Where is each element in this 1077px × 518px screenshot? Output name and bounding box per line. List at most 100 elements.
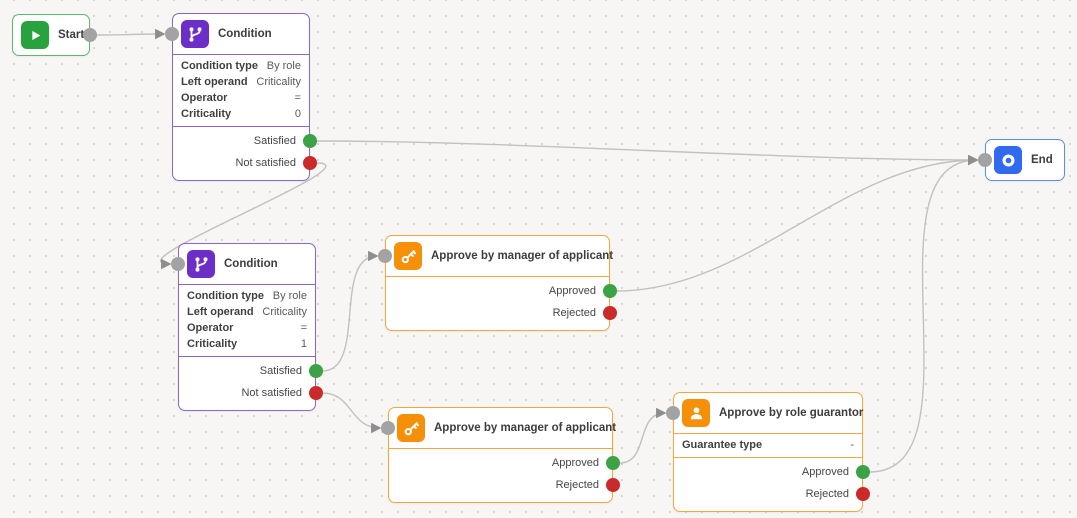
separator bbox=[389, 448, 612, 449]
output-port[interactable] bbox=[83, 28, 97, 42]
output-port-approved[interactable] bbox=[606, 456, 620, 470]
output-port-approved[interactable] bbox=[603, 284, 617, 298]
output-label: Not satisfied bbox=[235, 157, 296, 169]
output-row: Rejected bbox=[386, 302, 617, 324]
node-header: Condition bbox=[173, 14, 309, 54]
field-row: Criticality 0 bbox=[173, 106, 309, 122]
output-row: Approved bbox=[386, 280, 617, 302]
output-port-not_satisfied[interactable] bbox=[303, 156, 317, 170]
output-row: Rejected bbox=[389, 474, 620, 496]
field-value: By role bbox=[266, 60, 301, 72]
output-label: Approved bbox=[551, 457, 599, 469]
output-row: Approved bbox=[389, 452, 620, 474]
field-row: Operator= bbox=[173, 90, 309, 106]
node-header: Approve by manager of applicant bbox=[389, 408, 616, 448]
branch-icon bbox=[187, 250, 215, 278]
key-icon bbox=[397, 414, 425, 442]
field-list: Guarantee type- bbox=[674, 434, 862, 457]
output-port-rejected[interactable] bbox=[603, 306, 617, 320]
edge-guarantor-approved-to-end[interactable] bbox=[869, 154, 979, 473]
output-label: Satisfied bbox=[259, 365, 302, 377]
output-row: Rejected bbox=[674, 483, 870, 505]
node-header: End bbox=[986, 140, 1064, 180]
output-label: Not satisfied bbox=[241, 387, 302, 399]
node-header: Approve by manager of applicant bbox=[386, 236, 613, 276]
input-port[interactable] bbox=[165, 27, 179, 41]
node-title: Approve by manager of applicant bbox=[434, 422, 617, 434]
input-port[interactable] bbox=[381, 421, 395, 435]
node-header: Condition bbox=[179, 244, 315, 284]
field-value: 0 bbox=[294, 108, 301, 120]
output-port-approved[interactable] bbox=[856, 465, 870, 479]
input-port[interactable] bbox=[171, 257, 185, 271]
output-label: Approved bbox=[548, 285, 596, 297]
field-label: Condition type bbox=[187, 290, 264, 302]
field-label: Criticality bbox=[187, 338, 238, 350]
field-value: = bbox=[294, 92, 301, 104]
play-icon bbox=[21, 21, 49, 49]
input-port[interactable] bbox=[666, 406, 680, 420]
edge-start-out-to-cond1[interactable] bbox=[96, 28, 166, 40]
output-port-not_satisfied[interactable] bbox=[309, 386, 323, 400]
separator bbox=[674, 433, 862, 434]
output-row: Not satisfied bbox=[173, 152, 317, 174]
node-title: Condition bbox=[218, 28, 272, 40]
node-title: Start bbox=[58, 29, 85, 41]
node-start[interactable]: Start bbox=[12, 14, 97, 56]
edge-cond1-satisfied-to-end[interactable] bbox=[316, 140, 979, 166]
output-row: Satisfied bbox=[179, 360, 323, 382]
node-title: Approve by manager of applicant bbox=[431, 250, 614, 262]
output-row: Approved bbox=[674, 461, 870, 483]
output-port-satisfied[interactable] bbox=[309, 364, 323, 378]
output-port-rejected[interactable] bbox=[856, 487, 870, 501]
node-header: Start bbox=[13, 15, 89, 55]
output-label: Approved bbox=[801, 466, 849, 478]
separator bbox=[179, 356, 315, 357]
edge-approve2-approved-to-guarantor[interactable] bbox=[619, 407, 667, 464]
field-value: Criticality bbox=[262, 306, 307, 318]
edge-approve1-approved-to-end[interactable] bbox=[616, 154, 979, 292]
branch-icon bbox=[181, 20, 209, 48]
field-value: - bbox=[850, 439, 854, 451]
separator bbox=[179, 284, 315, 285]
field-label: Criticality bbox=[181, 108, 232, 120]
edge-cond2-satisfied-to-approve1[interactable] bbox=[322, 250, 379, 372]
field-row: Left operand Criticality bbox=[173, 74, 309, 90]
output-port-rejected[interactable] bbox=[606, 478, 620, 492]
separator bbox=[674, 457, 862, 458]
field-row: Condition type By role bbox=[179, 288, 315, 304]
separator bbox=[173, 54, 309, 55]
edge-cond1-not_satisfied-to-cond2[interactable] bbox=[160, 162, 327, 270]
node-end[interactable]: End bbox=[978, 139, 1065, 181]
field-row: Operator = bbox=[179, 320, 315, 336]
output-port-satisfied[interactable] bbox=[303, 134, 317, 148]
edge-cond2-not_satisfied-to-approve2[interactable] bbox=[322, 392, 382, 434]
field-value: By role bbox=[272, 290, 307, 302]
user-icon bbox=[682, 399, 710, 427]
output-label: Rejected bbox=[805, 488, 849, 500]
field-value: Criticality bbox=[256, 76, 301, 88]
input-port[interactable] bbox=[978, 153, 992, 167]
field-row: Guarantee type- bbox=[674, 437, 862, 453]
field-label: Left operand bbox=[181, 76, 248, 88]
field-label: Operator bbox=[187, 322, 234, 334]
field-value: = bbox=[300, 322, 307, 334]
input-port[interactable] bbox=[378, 249, 392, 263]
node-title: Approve by role guarantor bbox=[719, 407, 864, 419]
separator bbox=[173, 126, 309, 127]
